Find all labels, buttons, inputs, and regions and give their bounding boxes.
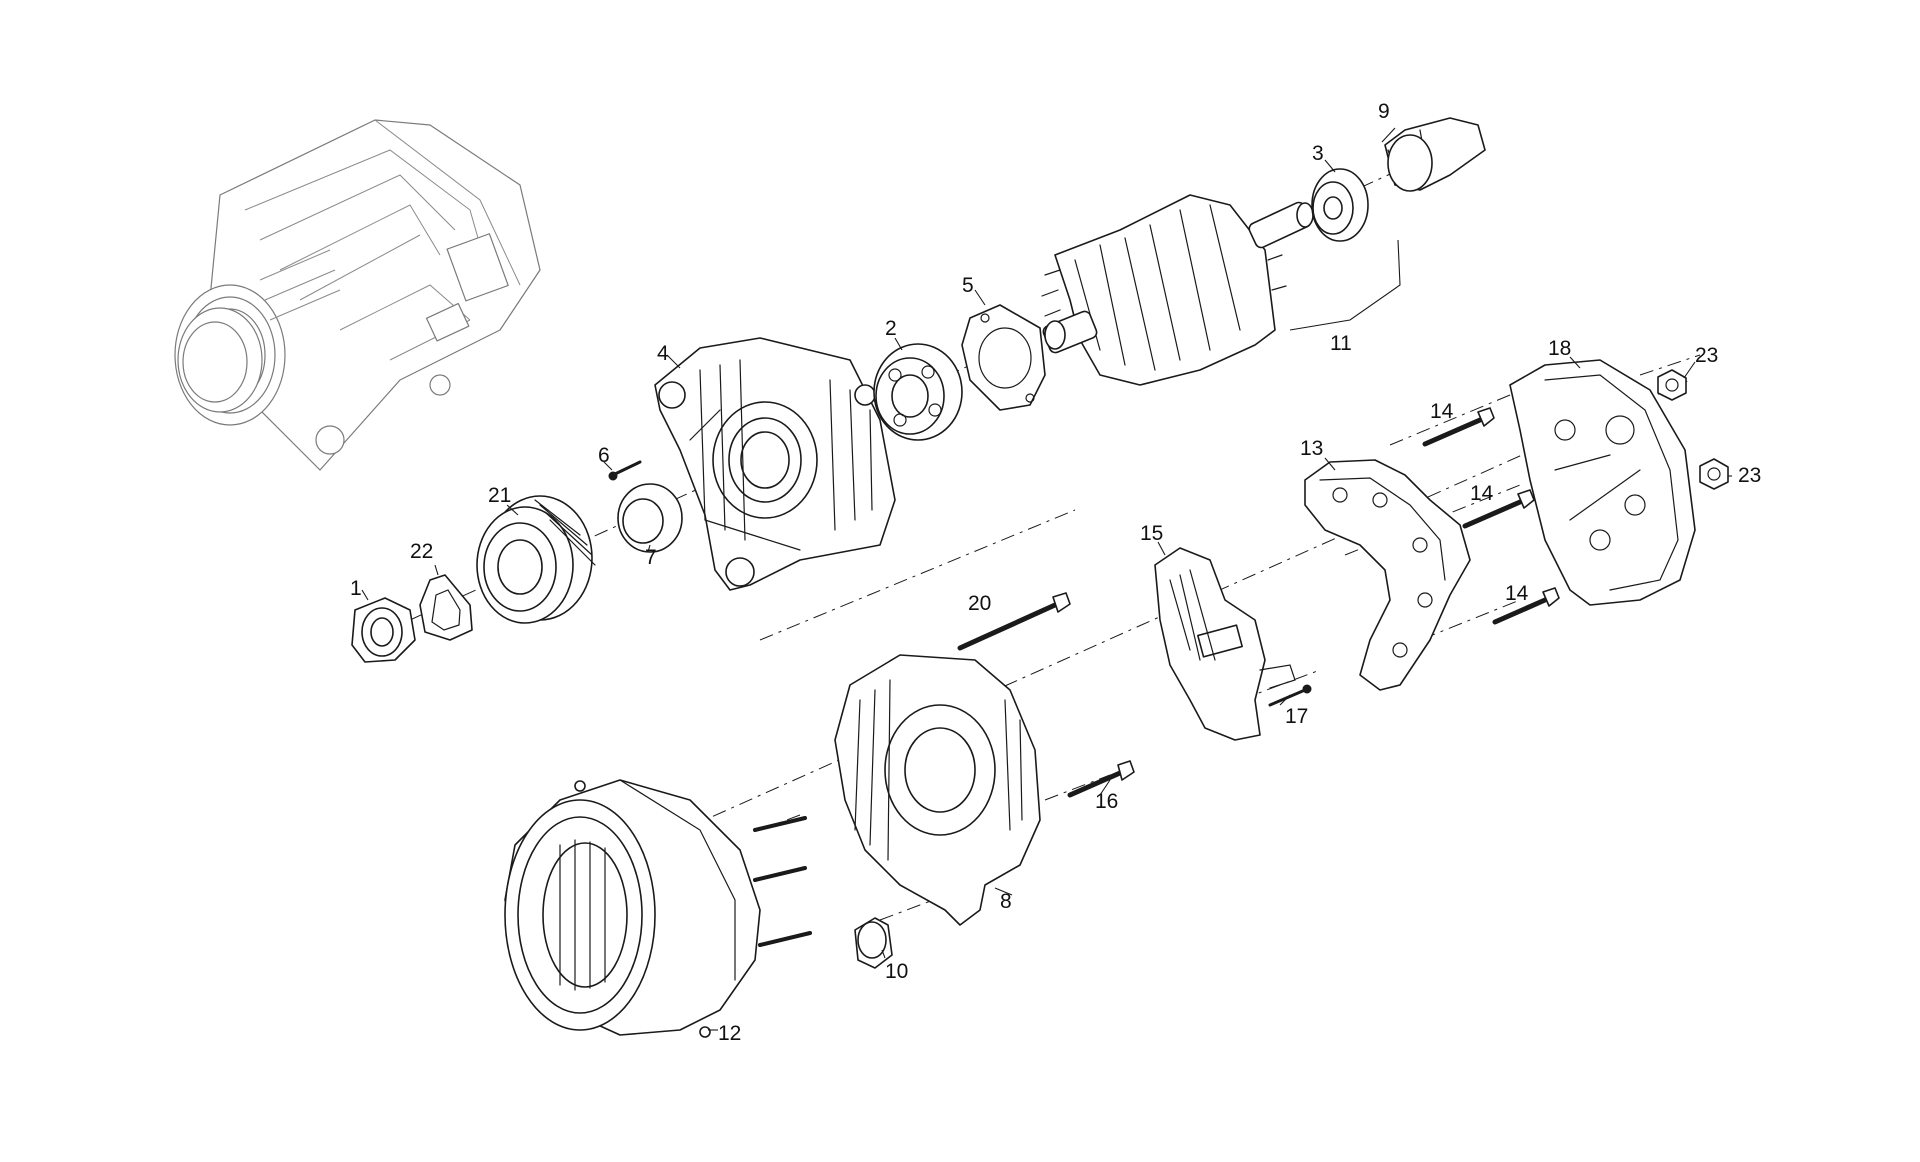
leader-lines [361,127,1732,1031]
callout-14-lower: 14 [1505,582,1529,605]
bolt-middle [1462,489,1535,529]
callout-2: 2 [885,317,897,340]
callout-20: 20 [968,592,991,615]
callout-4: 4 [657,342,669,365]
rotor [1041,194,1314,386]
callout-10: 10 [885,960,908,983]
ball-bearing-front [873,343,963,441]
bushing [854,917,893,969]
callout-14-middle: 14 [1470,482,1494,505]
callout-23-lower: 23 [1738,464,1761,487]
callout-11: 11 [1330,332,1352,355]
cap-nut-upper [1657,369,1687,401]
callout-6: 6 [598,444,610,467]
callout-8: 8 [1000,890,1012,913]
spacer-ring [617,483,683,553]
through-bolt [957,592,1071,651]
stator [504,779,812,1038]
bolt-lower [1492,587,1560,625]
callout-7: 7 [645,546,657,569]
callout-labels: 1 22 21 7 6 4 2 5 11 3 9 18 23 23 14 14 … [350,100,1761,1045]
rear-protective-cover [1509,359,1696,606]
voltage-regulator [1154,547,1296,741]
hex-nut [351,597,416,663]
pulley [476,495,596,624]
bearing-retainer-plate [961,304,1046,411]
callout-21: 21 [488,484,511,507]
bolt-upper [1422,407,1495,447]
callout-5: 5 [962,274,974,297]
slip-ring-cap [1384,117,1486,192]
callout-18: 18 [1548,337,1571,360]
end-shield-bolt [1067,760,1135,798]
lock-washer [419,574,473,641]
callout-9: 9 [1378,100,1390,123]
ball-bearing-rear [1311,168,1369,242]
cap-nut-lower [1699,458,1729,490]
callout-13: 13 [1300,437,1323,460]
callout-14-upper: 14 [1430,400,1454,423]
screw-small [608,460,642,481]
drive-end-shield [654,337,896,591]
callout-17: 17 [1285,705,1308,728]
callout-1: 1 [350,577,362,600]
callout-23-upper: 23 [1695,344,1718,367]
slip-ring-end-shield [834,654,1041,926]
callout-3: 3 [1312,142,1324,165]
callout-12: 12 [718,1022,741,1045]
callout-16: 16 [1095,790,1118,813]
rectifier-bridge [1304,459,1471,691]
callout-15: 15 [1140,522,1163,545]
callout-22: 22 [410,540,433,563]
regulator-screw [1268,684,1312,707]
assembled-alternator [174,119,541,471]
